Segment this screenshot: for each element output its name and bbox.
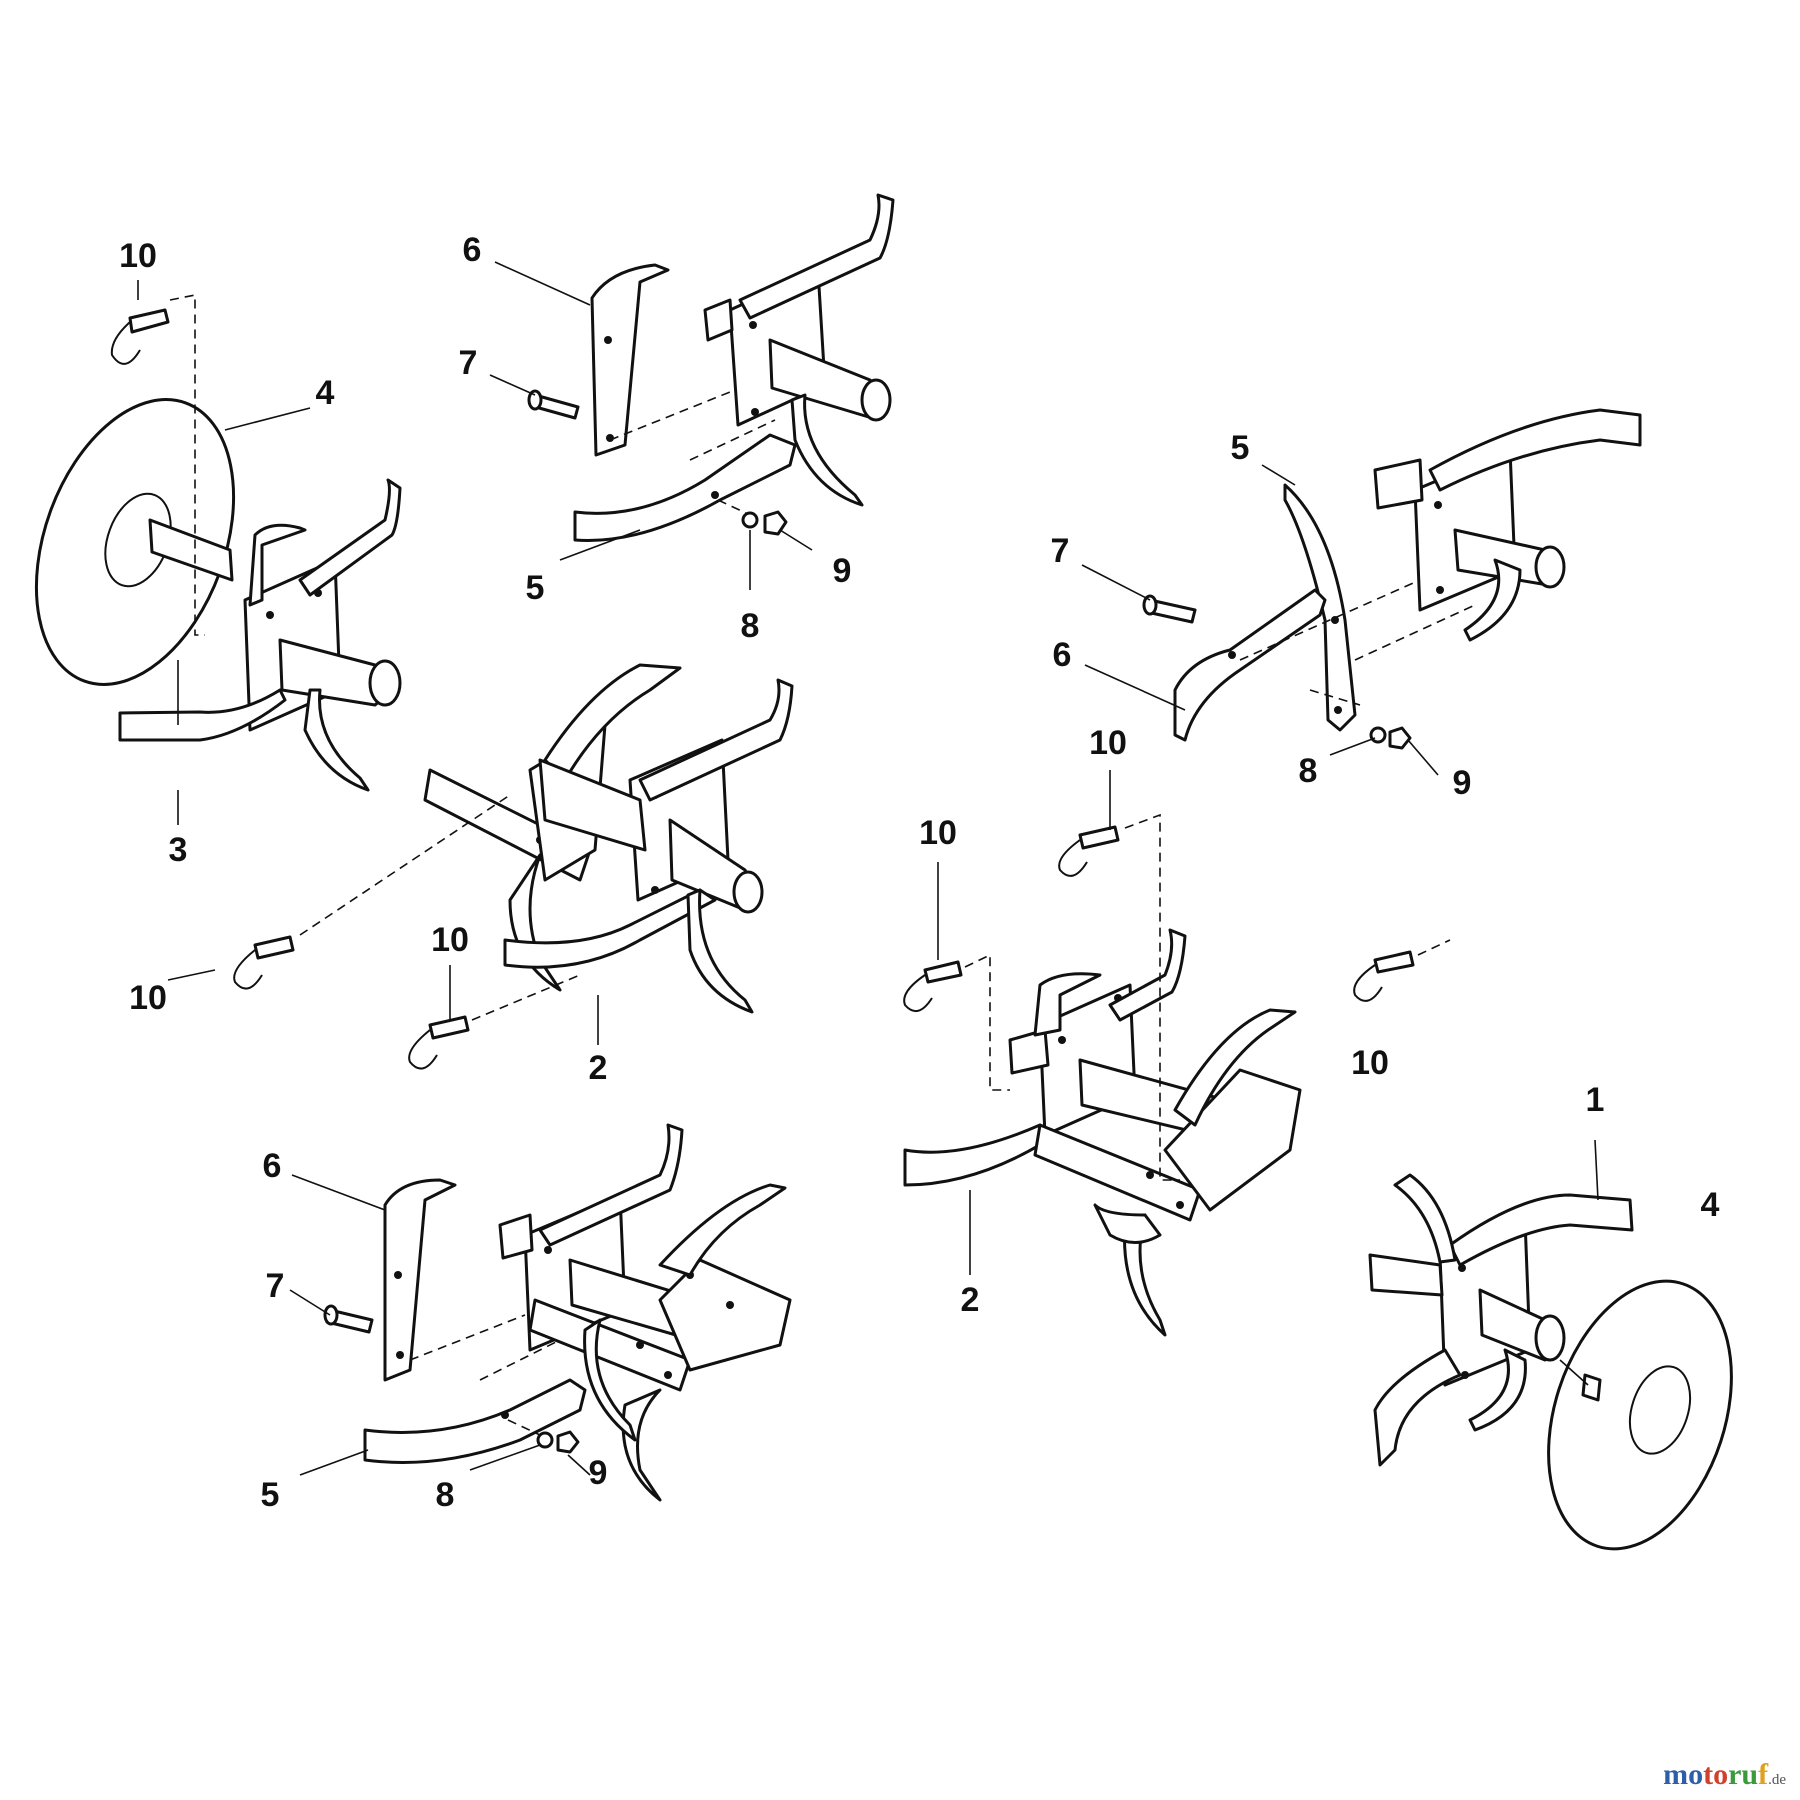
watermark-logo: motoruf.de — [1663, 1758, 1786, 1791]
callout-8: 8 — [436, 1476, 455, 1514]
callout-4: 4 — [1701, 1186, 1720, 1224]
leader-lines — [137, 261, 1599, 1476]
callout-5: 5 — [526, 569, 545, 607]
callout-10: 10 — [119, 237, 157, 275]
callout-5: 5 — [1231, 429, 1250, 467]
callout-1: 1 — [1586, 1081, 1605, 1119]
callout-6: 6 — [1053, 636, 1072, 674]
double-rotor-assembly-2 — [233, 663, 794, 1070]
callout-10: 10 — [919, 814, 957, 852]
callout-7: 7 — [1051, 532, 1070, 570]
callout-10: 10 — [129, 979, 167, 1017]
callout-8: 8 — [1299, 752, 1318, 790]
side-disc-part-4b — [1547, 1279, 1733, 1551]
callout-8: 8 — [741, 607, 760, 645]
rotor-assembly-1 — [1368, 1173, 1733, 1551]
callout-2: 2 — [589, 1049, 608, 1087]
callout-9: 9 — [1453, 764, 1472, 802]
callout-7: 7 — [266, 1267, 285, 1305]
rotor-assembly-top — [527, 193, 895, 542]
callout-2: 2 — [961, 1281, 980, 1319]
callout-3: 3 — [169, 831, 188, 869]
callout-6: 6 — [463, 231, 482, 269]
callout-6: 6 — [263, 1147, 282, 1185]
double-rotor-assembly-center — [903, 813, 1451, 1337]
callout-10: 10 — [1089, 724, 1127, 762]
callout-10: 10 — [431, 921, 469, 959]
callout-7: 7 — [459, 344, 478, 382]
side-disc-part-4 — [34, 398, 236, 686]
callout-5: 5 — [261, 1476, 280, 1514]
callout-labels: 10 4 3 6 7 5 8 9 10 10 2 5 7 6 8 9 10 10… — [119, 231, 1719, 1514]
rotor-assembly-right — [1142, 408, 1642, 750]
callout-4: 4 — [316, 374, 335, 412]
callout-10: 10 — [1351, 1044, 1389, 1082]
callout-9: 9 — [833, 552, 852, 590]
callout-9: 9 — [589, 1454, 608, 1492]
rotor-assembly-bottom — [323, 1123, 792, 1502]
rotor-assembly-3 — [34, 294, 402, 792]
